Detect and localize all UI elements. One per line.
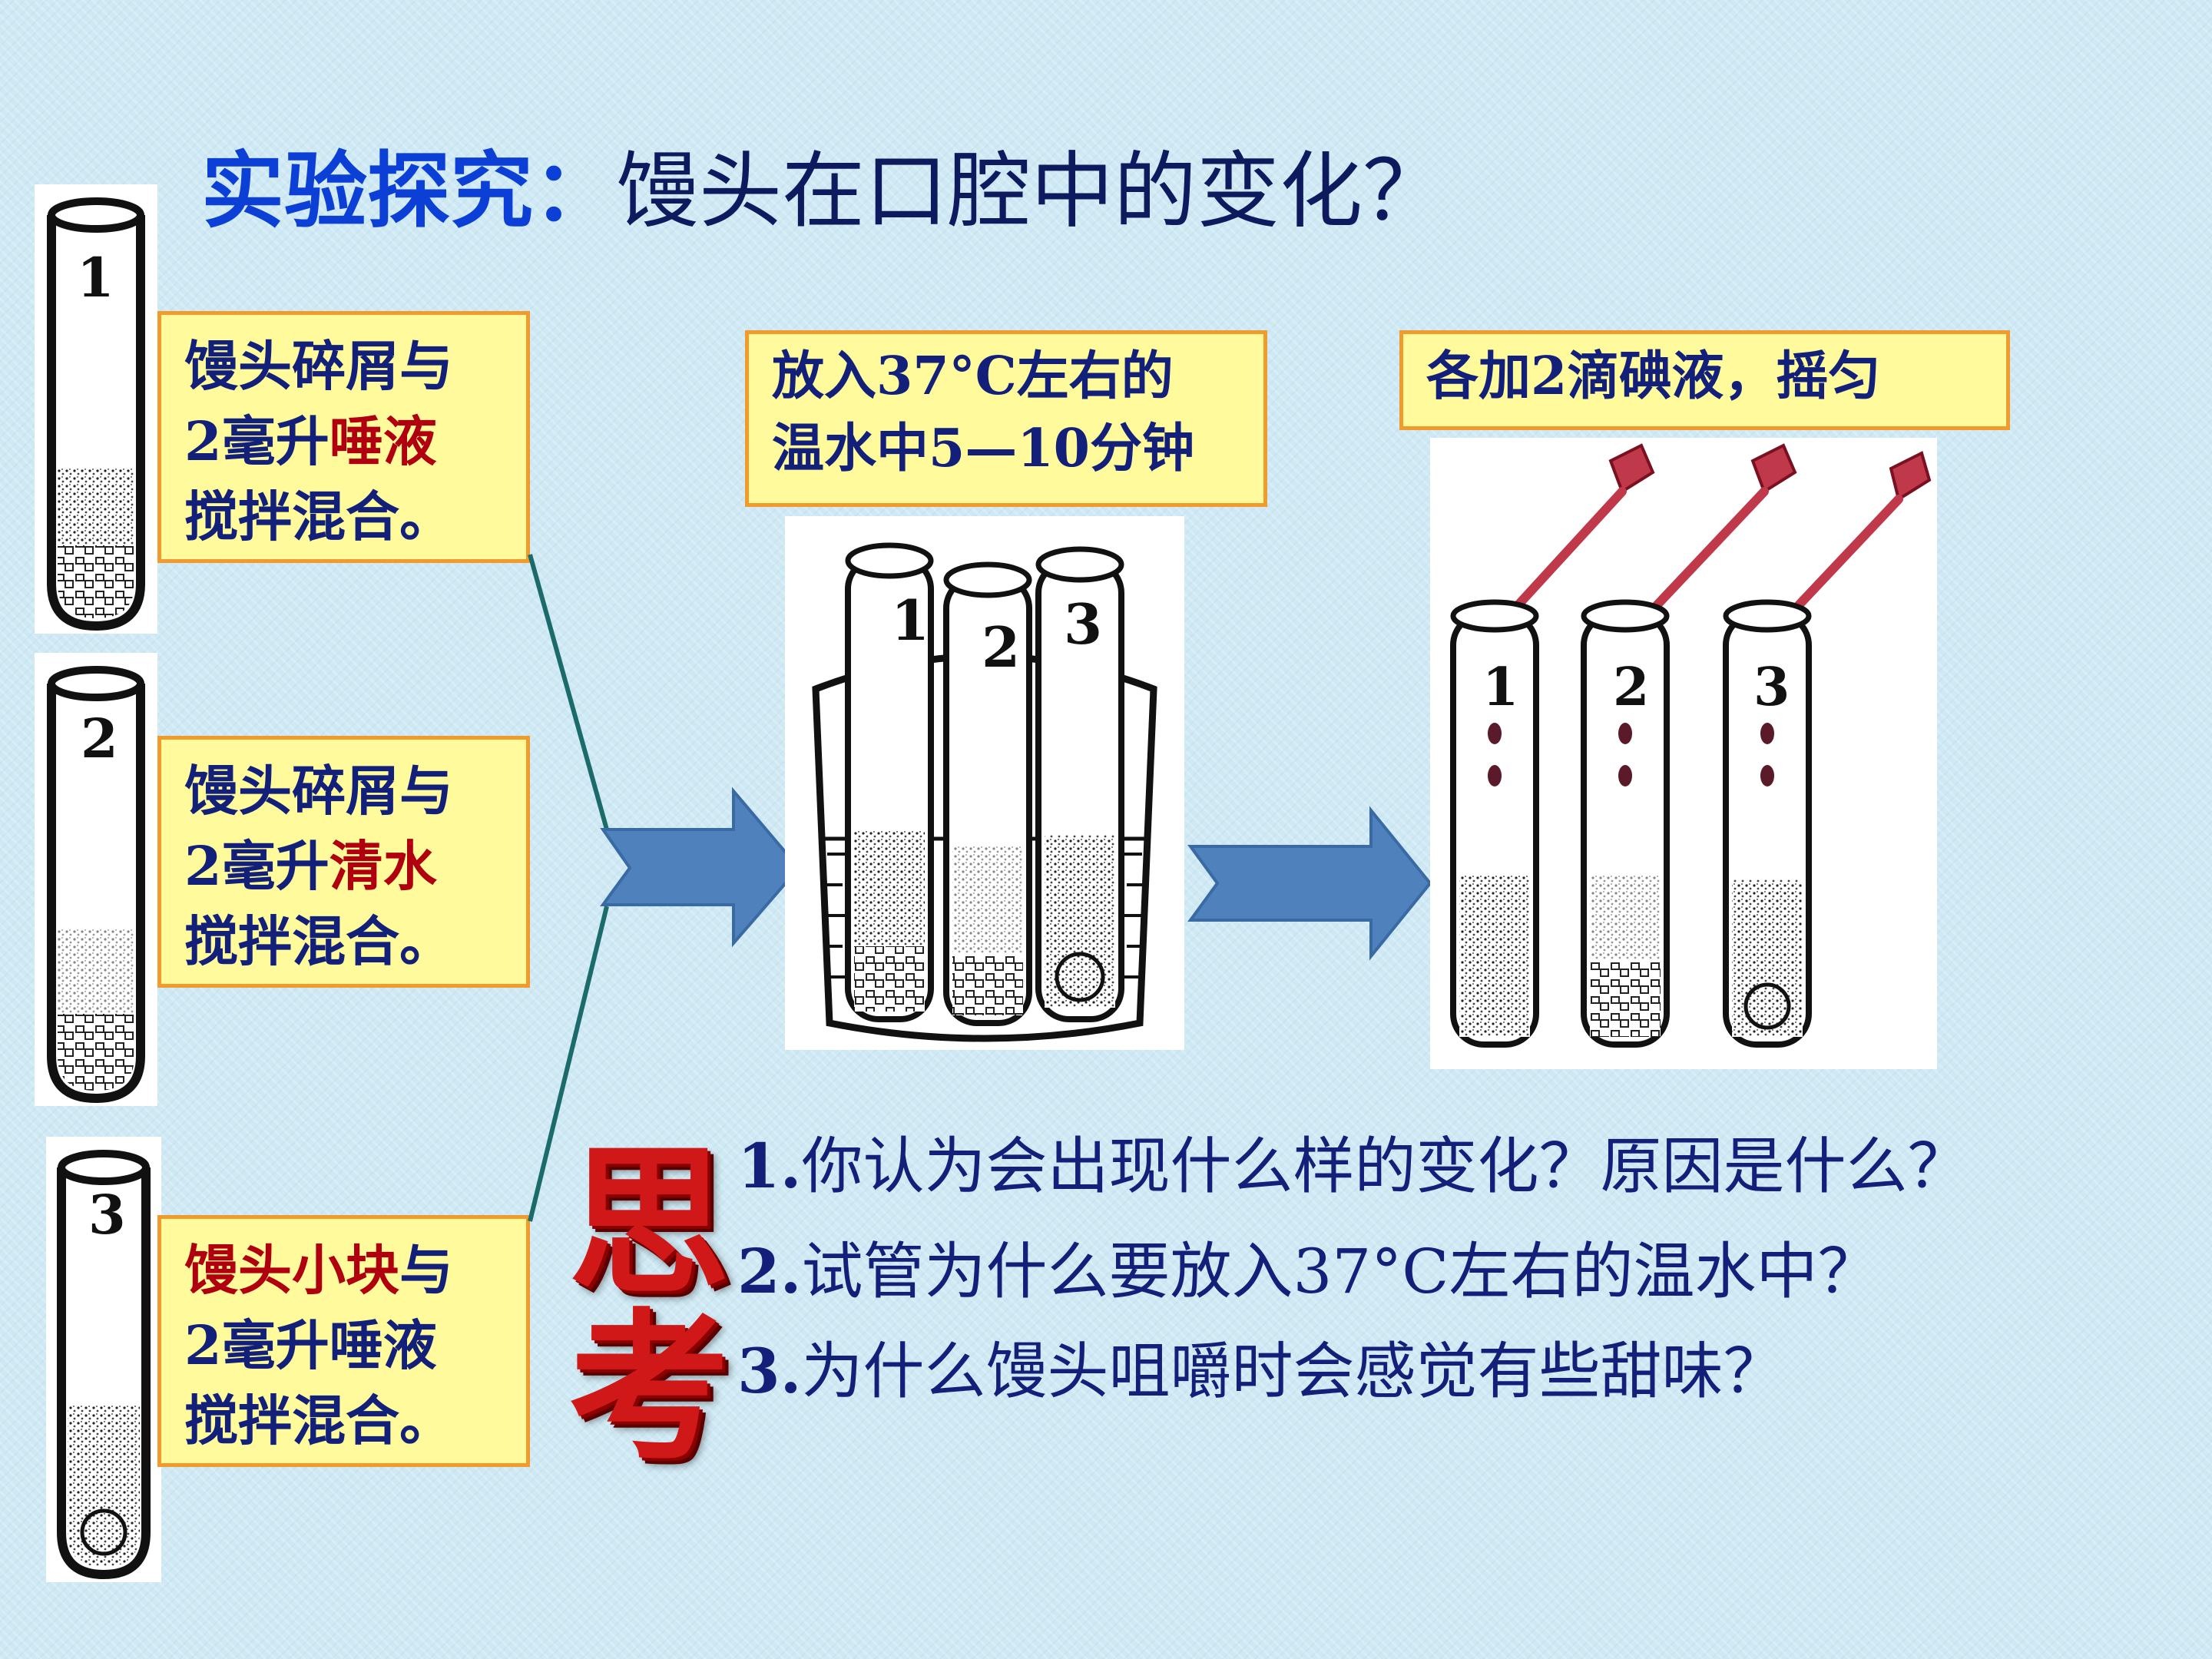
- step3-text: 各加2滴碘液，摇匀: [1426, 346, 1881, 407]
- beaker-tube-2-number: 2: [982, 614, 1021, 680]
- condition-box-1: 馒头碎屑与 2毫升唾液 搅拌混合。: [157, 311, 530, 563]
- connector-line-top: [528, 554, 609, 830]
- arrow-right-1: [600, 786, 801, 948]
- arrow-right-2: [1187, 806, 1432, 961]
- beaker-tube-1-number: 1: [891, 588, 930, 653]
- beaker-image: [785, 516, 1184, 1050]
- think-char-1: 思: [568, 1129, 730, 1317]
- box3-line3: 搅拌混合。: [184, 1389, 453, 1452]
- step2-line1: 放入37°C左右的: [772, 346, 1174, 407]
- box2-line2: 2毫升清水: [184, 834, 437, 898]
- question-1: 1.你认为会出现什么样的变化？原因是什么？: [737, 1130, 1969, 1202]
- tube-2-image: [35, 653, 157, 1106]
- box1-line1: 馒头碎屑与: [184, 334, 453, 398]
- box1-highlight: 唾液: [329, 409, 437, 473]
- iodine-tube-3-number: 3: [1753, 657, 1790, 718]
- iodine-tube-2-number: 2: [1613, 657, 1650, 718]
- box3-line2: 2毫升唾液: [184, 1313, 437, 1377]
- question-2: 2.试管为什么要放入37°C左右的温水中？: [737, 1235, 1879, 1307]
- box3-highlight: 馒头小块: [184, 1238, 399, 1302]
- page-title: 实验探究：馒头在口腔中的变化？: [201, 142, 1445, 242]
- iodine-tubes-image: [1430, 438, 1937, 1069]
- step2-box: 放入37°C左右的 温水中5—10分钟: [745, 330, 1267, 507]
- title-rest: 馒头在口腔中的变化？: [616, 144, 1446, 240]
- think-label: 思 考: [557, 1137, 741, 1475]
- tube-3-image: [46, 1137, 161, 1582]
- iodine-tube-1-number: 1: [1482, 657, 1519, 718]
- box3-line1: 馒头小块与: [184, 1238, 453, 1302]
- tube-3-number: 3: [88, 1183, 126, 1247]
- tube-2-number: 2: [81, 707, 118, 770]
- question-3: 3.为什么馒头咀嚼时会感觉有些甜味？: [737, 1335, 1785, 1407]
- step2-line2: 温水中5—10分钟: [772, 418, 1194, 479]
- step3-box: 各加2滴碘液，摇匀: [1399, 330, 2010, 430]
- think-char-2: 考: [568, 1294, 730, 1482]
- box2-line1: 馒头碎屑与: [184, 759, 453, 823]
- tube-1-number: 1: [77, 246, 114, 310]
- box1-line2: 2毫升唾液: [184, 409, 437, 473]
- condition-box-2: 馒头碎屑与 2毫升清水 搅拌混合。: [157, 736, 530, 988]
- condition-box-3: 馒头小块与 2毫升唾液 搅拌混合。: [157, 1215, 530, 1467]
- tube-1-image: [35, 184, 157, 634]
- beaker-tube-3-number: 3: [1064, 591, 1103, 657]
- title-bold: 实验探究：: [201, 144, 617, 240]
- box2-highlight: 清水: [329, 834, 437, 898]
- box1-line3: 搅拌混合。: [184, 485, 453, 548]
- connector-line-bottom: [528, 906, 609, 1222]
- box2-line3: 搅拌混合。: [184, 909, 453, 973]
